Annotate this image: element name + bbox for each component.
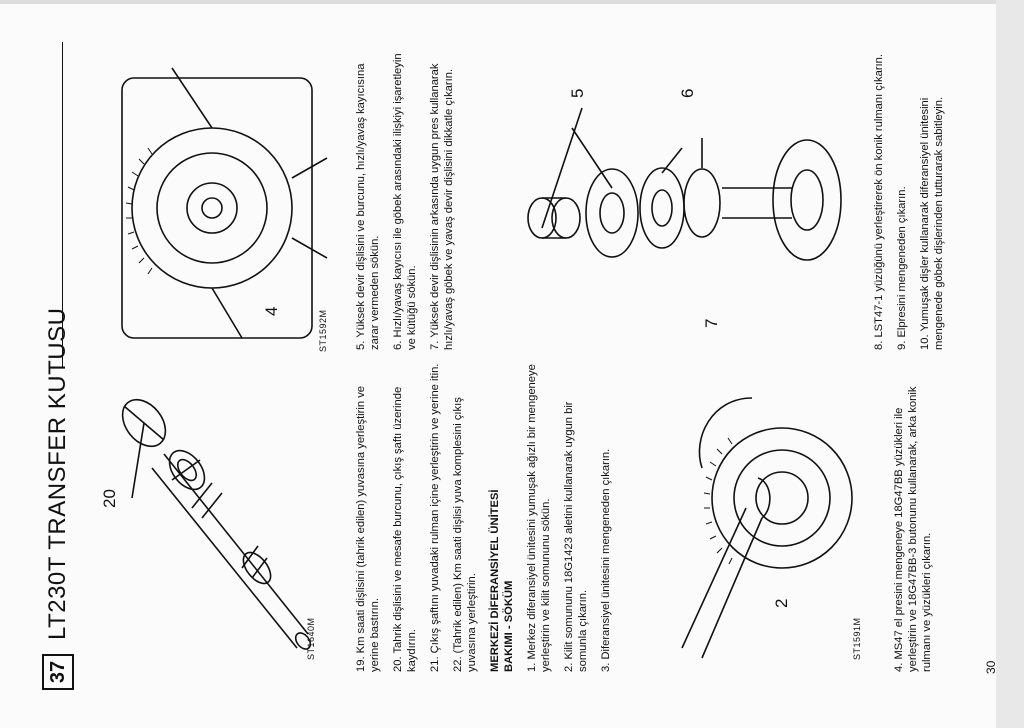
- dis-step-7: 7. Yüksek devir dişlisinin arkasında uyg…: [429, 63, 455, 350]
- step-21: 21. Çıkış şaftını yuvadaki rulman içine …: [429, 363, 441, 672]
- page-number-box: 37: [42, 654, 74, 690]
- dis-step-3: 3. Diferansiyel ünitesini mengeneden çık…: [600, 448, 612, 672]
- right-text-column: 5. Yüksek devir dişlisini ve burcunu, hı…: [354, 40, 465, 350]
- gear-housing-illustration: [121, 67, 328, 339]
- callout-4: 4: [262, 306, 281, 316]
- dis-step-10: 10. Yumuşak dişler kullanarak diferansiy…: [919, 96, 945, 350]
- step-22: 22. (Tahrik edilen) Km saati dişlisi yuv…: [452, 397, 478, 672]
- figure-gear-housing: 4 ST1592M: [92, 48, 332, 358]
- callout-2: 2: [772, 598, 791, 608]
- section-heading: MERKEZİ DİFERANSİYEL ÜNİTESİ BAKIMI - SÖ…: [488, 362, 516, 672]
- dis-step-2: 2. Kilit somununu 18G1423 aletini kullan…: [563, 401, 589, 672]
- page-header: 37 LT230T TRANSFER KUTUSU: [32, 30, 80, 698]
- shaft-illustration: [121, 398, 312, 650]
- page-title: LT230T TRANSFER KUTUSU: [44, 307, 71, 640]
- figure-shaft-bushing: 20 ST1640M: [92, 378, 322, 668]
- dis-step-4: 4. MS47 el presini mengeneye 18G47BB yüz…: [893, 386, 933, 672]
- footer-page-number: 30: [984, 660, 998, 674]
- callout-5: 5: [568, 88, 587, 98]
- right-text-column-bottom: 8. LST47-1 yüzüğünü yerleştirerek ön kon…: [872, 40, 955, 350]
- dis-step-6: 6. Hızlı/yavaş kayıcısı ile göbek arasın…: [392, 53, 418, 350]
- callout-7: 7: [702, 318, 721, 328]
- dis-step-9: 9. Elpresini mengeneden çıkarın.: [896, 186, 908, 350]
- section-heading-line-1: MERKEZİ DİFERANSİYEL ÜNİTESİ: [489, 489, 501, 672]
- figure-exploded-gears: 5 6 7: [502, 48, 862, 348]
- step-19: 19. Km saati dişlisini (tahrik edilen) y…: [355, 385, 381, 672]
- left-text-column-bottom: 4. MS47 el presini mengeneye 18G47BB yüz…: [892, 362, 943, 672]
- scan-right-edge: [996, 0, 1024, 728]
- left-text-column: 19. Km saati dişlisini (tahrik edilen) y…: [354, 362, 622, 672]
- figure-wrench-differential: 2 ST1591M: [662, 368, 867, 668]
- figure-code-st1592m: ST1592M: [318, 309, 328, 352]
- scan-top-edge: [0, 0, 1024, 4]
- section-heading-line-2: BAKIMI - SÖKÜM: [503, 580, 515, 672]
- wrench-illustration: [681, 397, 853, 659]
- callout-20: 20: [100, 489, 119, 508]
- dis-step-5: 5. Yüksek devir dişlisini ve burcunu, hı…: [355, 63, 381, 350]
- figure-code-st1640m: ST1640M: [306, 617, 316, 660]
- dis-step-8: 8. LST47-1 yüzüğünü yerleştirerek ön kon…: [873, 54, 885, 350]
- exploded-gears-illustration: [527, 107, 842, 261]
- step-20: 20. Tahrik dişlisini ve mesafe burcunu, …: [392, 386, 418, 672]
- rotated-page-content: 37 LT230T TRANSFER KUTUSU 20 ST1640M: [22, 30, 1002, 698]
- callout-6: 6: [678, 88, 697, 98]
- figure-code-st1591m: ST1591M: [852, 617, 862, 660]
- dis-step-1: 1. Merkez diferansiyel ünitesini yumuşak…: [526, 364, 552, 672]
- header-rule: [62, 42, 63, 368]
